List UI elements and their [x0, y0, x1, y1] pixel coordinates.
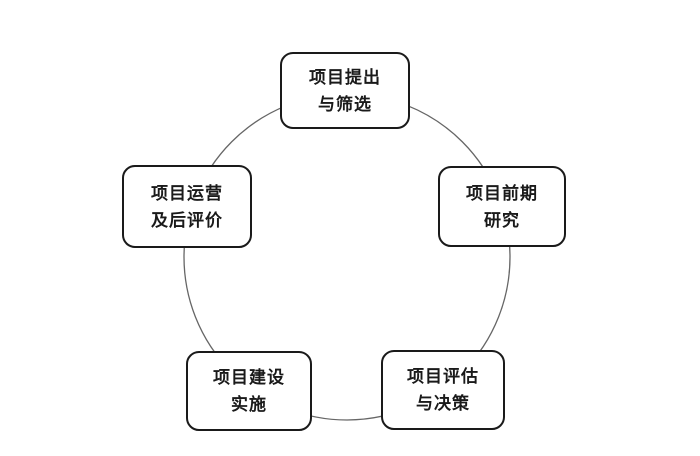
node-label-line2: 与决策 [416, 394, 470, 413]
node-project-proposal-screening: 项目提出 与筛选 [280, 52, 410, 129]
node-label-line1: 项目建设 [213, 368, 285, 387]
node-label-line2: 及后评价 [151, 210, 223, 230]
node-project-evaluation-decision: 项目评估 与决策 [381, 350, 505, 430]
node-project-construction-implementation: 项目建设 实施 [186, 351, 312, 431]
node-project-preliminary-research: 项目前期 研究 [438, 166, 566, 247]
node-label-line2: 与筛选 [318, 94, 372, 114]
node-label-line2: 研究 [484, 210, 520, 230]
node-project-operation-post-evaluation: 项目运营 及后评价 [122, 165, 252, 248]
node-label-line1: 项目运营 [151, 183, 223, 203]
node-label-line1: 项目评估 [407, 367, 479, 386]
node-label-line1: 项目提出 [309, 67, 381, 87]
node-label-line2: 实施 [231, 395, 267, 414]
node-label-line1: 项目前期 [466, 183, 538, 203]
